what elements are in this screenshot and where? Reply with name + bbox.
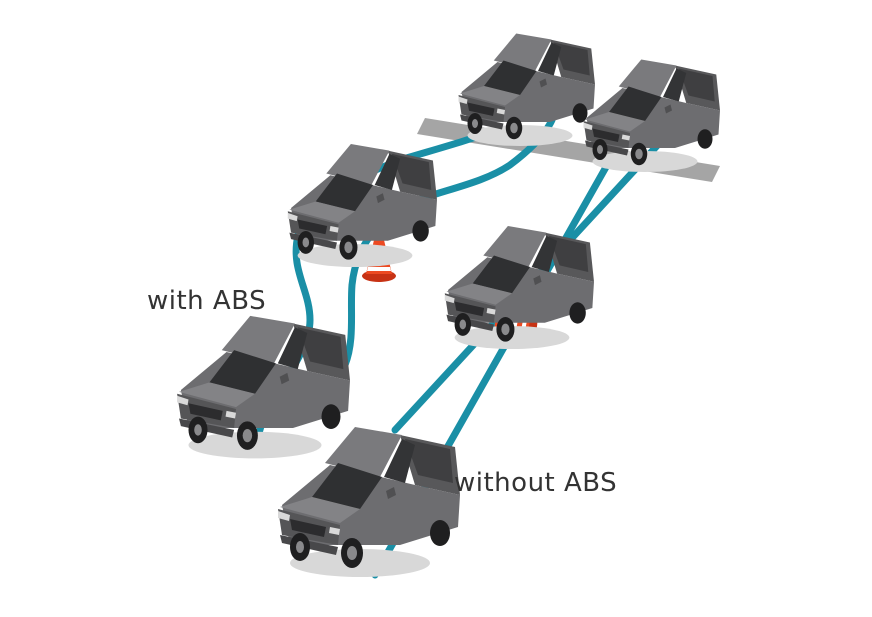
with-abs-label: with ABS — [147, 286, 267, 316]
pickup-truck-icon — [177, 315, 350, 459]
pickup-truck-icon — [458, 33, 595, 146]
pickup-truck-icon — [287, 144, 437, 268]
pickup-truck-icon — [583, 59, 720, 172]
pickup-truck-icon — [444, 226, 594, 350]
without-abs-label: without ABS — [454, 468, 618, 498]
